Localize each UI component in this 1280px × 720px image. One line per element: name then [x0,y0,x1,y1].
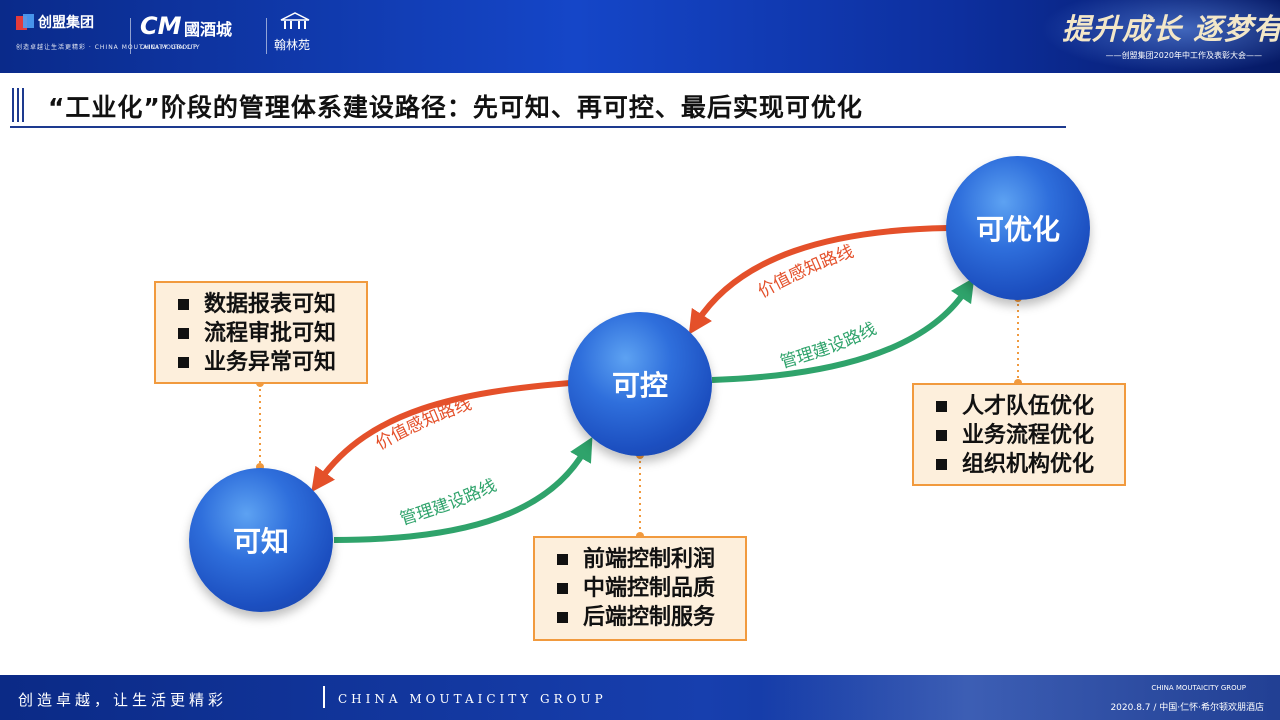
page-title: “工业化”阶段的管理体系建设路径：先可知、再可控、最后实现可优化 [48,93,863,122]
value-route-label: 价值感知路线 [755,242,857,303]
node-keyouhua: 可优化 [946,156,1090,300]
header-glow [1040,0,1280,73]
footer-brand: CHINA MOUTAICITY GROUP [1151,684,1246,692]
kekong-box: 前端控制利润 中端控制品质 后端控制服务 [533,536,747,641]
hanlinyuan-logo-name: 翰林苑 [274,38,311,52]
list-item: 业务异常可知 [174,348,366,377]
footer-slogan: 创造卓越，让生活更精彩 [18,691,228,709]
slogan-main: 提升成长 逐梦有我 [1062,12,1280,46]
build-route-arrow [711,277,975,383]
value-route-arrow [688,225,949,335]
square-bullet-icon [557,612,568,623]
logo-divider [266,18,267,54]
guojiucheng-logo-mark: CM [140,12,182,40]
node-kekong: 可控 [568,312,712,456]
footer-event-info: 2020.8.7 / 中国·仁怀·希尔顿欢朋酒店 [1110,703,1264,713]
header-banner: 创盟集团 创造卓越让生活更精彩 · CHINA MOUTAICITY GROUP… [0,0,1280,73]
list-item: 数据报表可知 [174,290,366,319]
guojiucheng-logo-name: 國酒城 [184,20,233,39]
value-route-arrow [311,380,571,493]
logo-divider [130,18,131,54]
square-bullet-icon [936,401,947,412]
square-bullet-icon [557,554,568,565]
kezhi-box: 数据报表可知 流程审批可知 业务异常可知 [154,281,368,384]
building-icon [280,12,310,29]
chuangmeng-logo-name: 创盟集团 [38,15,94,31]
square-bullet-icon [178,328,189,339]
square-bullet-icon [936,459,947,470]
keyouhua-box: 人才队伍优化 业务流程优化 组织机构优化 [912,383,1126,486]
list-item: 前端控制利润 [553,545,745,574]
list-item: 流程审批可知 [174,319,366,348]
conference-slogan: 提升成长 逐梦有我 ——创盟集团2020年中工作及表彰大会—— [1062,6,1280,61]
chuangmeng-logo-icon [16,14,34,30]
square-bullet-icon [557,583,568,594]
city-skyline-image [760,675,1280,720]
footer-banner: 创造卓越，让生活更精彩 CHINA MOUTAICITY GROUP CHINA… [0,675,1280,720]
square-bullet-icon [178,299,189,310]
list-item: 业务流程优化 [932,421,1124,450]
build-route-arrow [333,436,593,543]
title-bar: “工业化”阶段的管理体系建设路径：先可知、再可控、最后实现可优化 [10,84,1066,128]
footer-slogan-en: CHINA MOUTAICITY GROUP [338,692,607,706]
title-marks-icon [12,88,26,122]
square-bullet-icon [936,430,947,441]
list-item: 组织机构优化 [932,450,1124,479]
list-item: 中端控制品质 [553,574,745,603]
square-bullet-icon [178,357,189,368]
node-kezhi: 可知 [189,468,333,612]
chuangmeng-logo-sub: 创造卓越让生活更精彩 · CHINA MOUTAICITY GROUP [16,44,198,51]
list-item: 后端控制服务 [553,603,745,632]
list-item: 人才队伍优化 [932,392,1124,421]
footer-divider [323,686,325,708]
slogan-sub: ——创盟集团2020年中工作及表彰大会—— [1105,51,1262,60]
guojiucheng-logo-sub: CHINA MOUTAI CITY [140,44,200,51]
